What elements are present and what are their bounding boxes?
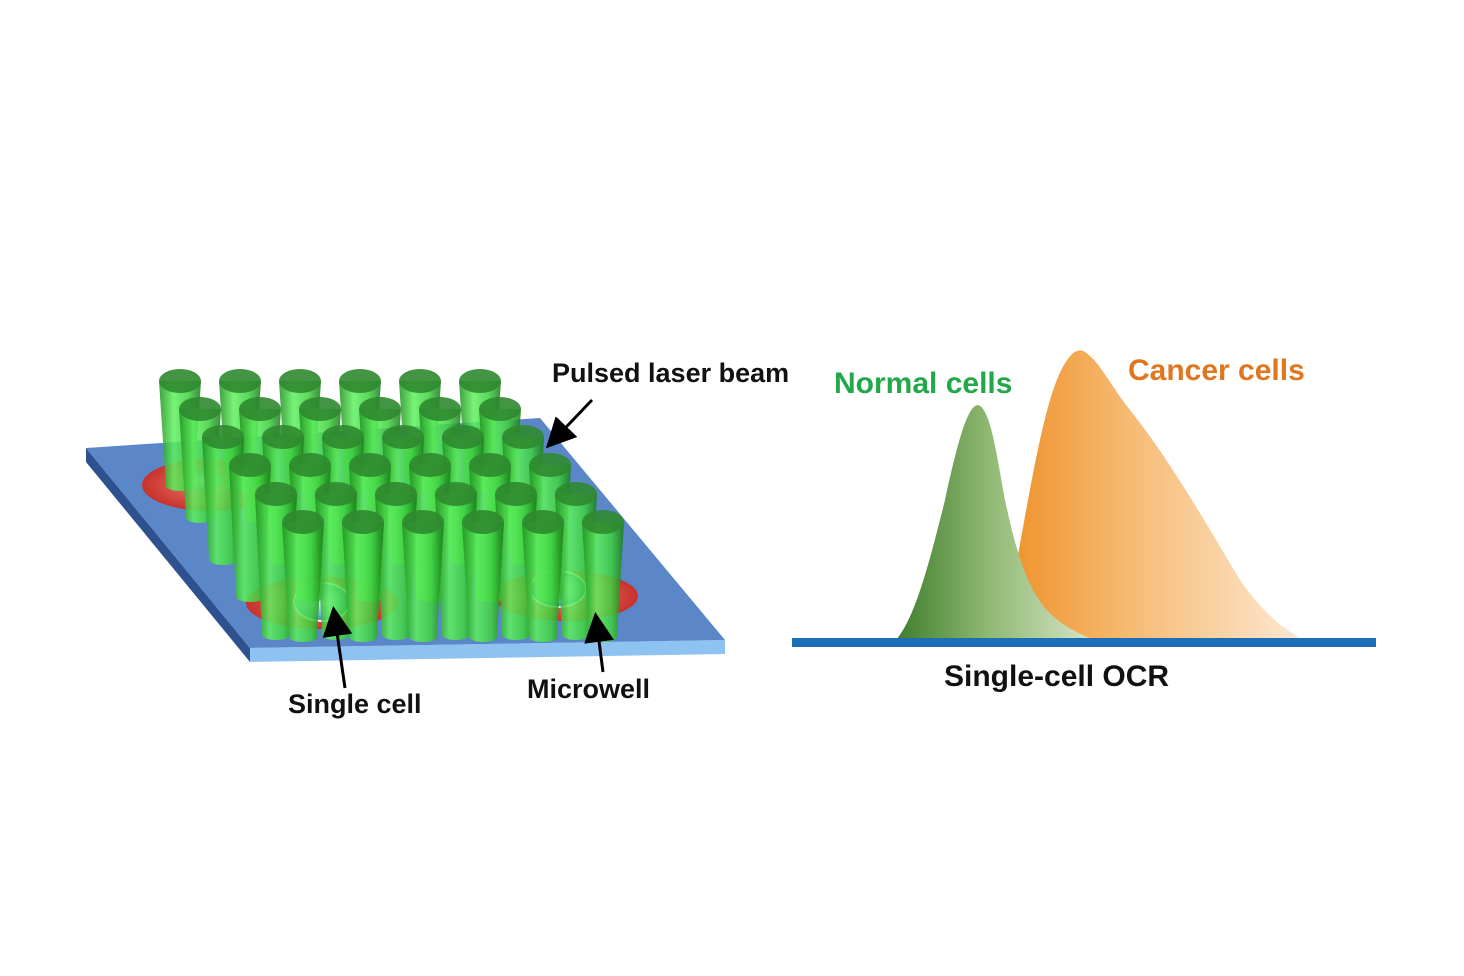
cylinder-laser-beam (582, 522, 624, 642)
normal-cells-curve (895, 405, 1100, 641)
laser-beam-cap (282, 510, 324, 534)
laser-beam-cap (229, 453, 271, 477)
laser-beam-cap (315, 482, 357, 506)
cancer-cells-curve (1000, 350, 1305, 641)
laser-beam-cap (375, 482, 417, 506)
platform-side (86, 448, 250, 662)
laser-beam-cap (255, 482, 297, 506)
laser-beam-cap (459, 369, 501, 393)
laser-beam-cap (299, 397, 341, 421)
laser-beam-cap (435, 482, 477, 506)
laser-beam-cap (262, 425, 304, 449)
laser-beam-cap (462, 510, 504, 534)
cylinder-laser-beam (522, 522, 564, 642)
cylinder-laser-beam (462, 522, 504, 642)
cylinder-laser-beam (402, 522, 444, 642)
laser-beam-cap (239, 397, 281, 421)
laser-beam-cap (359, 397, 401, 421)
laser-beam-cap (342, 510, 384, 534)
laser-beam-cap (555, 482, 597, 506)
laser-beam-cap (529, 453, 571, 477)
microwell-label: Microwell (527, 674, 651, 704)
laser-beam-cap (159, 369, 201, 393)
laser-beam-cap (202, 425, 244, 449)
laser-beam-cap (382, 425, 424, 449)
laser-beam-array (159, 369, 624, 642)
platform-front (250, 640, 725, 662)
laser-beam-cap (399, 369, 441, 393)
laser-beam-cap (469, 453, 511, 477)
pointer-arrow-microwell (584, 612, 614, 673)
cylinder-laser-beam (342, 522, 384, 642)
laser-beam-cap (349, 453, 391, 477)
single-cell-label: Single cell (288, 689, 422, 719)
laser-beam-cap (409, 453, 451, 477)
cancer-cells-label: Cancer cells (1128, 354, 1305, 387)
laser-beam-cap (495, 482, 537, 506)
pointer-arrow-cell (322, 606, 353, 689)
pulsed-laser-beam-label: Pulsed laser beam (552, 358, 790, 388)
laser-beam-cap (219, 369, 261, 393)
distribution-plot (792, 350, 1376, 647)
laser-beam-cap (522, 510, 564, 534)
laser-beam-cap (442, 425, 484, 449)
x-axis-label: Single-cell OCR (944, 660, 1170, 693)
laser-beam-cap (582, 510, 624, 534)
annotation-arrows (322, 398, 614, 689)
normal-cells-label: Normal cells (834, 367, 1013, 400)
laser-beam-cap (419, 397, 461, 421)
laser-beam-cap (289, 453, 331, 477)
pointer-arrow-laser (545, 398, 594, 449)
laser-beam-cap (502, 425, 544, 449)
laser-beam-cap (339, 369, 381, 393)
laser-beam-cap (322, 425, 364, 449)
laser-beam-cap (279, 369, 321, 393)
cylinder-laser-beam (282, 522, 324, 642)
x-axis-baseline (792, 638, 1376, 647)
laser-beam-cap (479, 397, 521, 421)
laser-beam-cap (402, 510, 444, 534)
laser-beam-cap (179, 397, 221, 421)
